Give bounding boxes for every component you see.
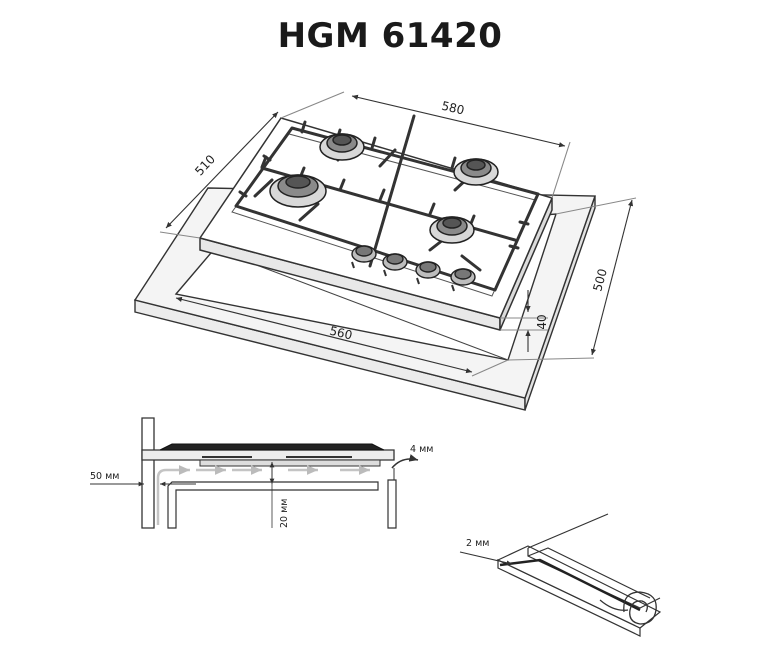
burner-front-right bbox=[429, 216, 475, 244]
label-exhaust-gap: 4 мм bbox=[410, 444, 433, 455]
cabinet-door bbox=[387, 479, 397, 529]
cabinet-section bbox=[167, 481, 379, 529]
seal-detail bbox=[459, 513, 662, 637]
exhaust-arrow bbox=[391, 454, 419, 469]
seal-roll bbox=[623, 591, 657, 625]
side-wall bbox=[141, 417, 155, 529]
burner-back-left bbox=[319, 133, 365, 161]
dim-thickness-label: 40 bbox=[535, 314, 549, 329]
burner-back-right bbox=[453, 158, 499, 186]
model-title: HGM 61420 bbox=[277, 16, 503, 56]
knob-3 bbox=[415, 261, 441, 279]
ventilation-section bbox=[90, 417, 419, 529]
worktop-section bbox=[141, 449, 395, 461]
dim-width-label: 580 bbox=[440, 99, 465, 118]
dim-depth-label: 510 bbox=[192, 152, 218, 178]
dim-cutout-width-label: 560 bbox=[328, 324, 353, 343]
knob-4 bbox=[450, 268, 476, 286]
burner-front-left bbox=[269, 174, 327, 208]
dim-cutout-depth-label: 500 bbox=[590, 267, 609, 293]
airflow-arrows bbox=[156, 465, 370, 525]
hob-section bbox=[159, 443, 385, 451]
label-under-gap: 20 мм bbox=[279, 499, 290, 528]
control-knobs bbox=[351, 245, 476, 292]
dimension-lines bbox=[159, 91, 637, 377]
label-seal: 2 мм bbox=[466, 538, 489, 549]
knob-2 bbox=[382, 253, 408, 271]
label-side-gap: 50 мм bbox=[90, 471, 119, 482]
knob-1 bbox=[351, 245, 377, 263]
seal-strip bbox=[499, 558, 641, 612]
